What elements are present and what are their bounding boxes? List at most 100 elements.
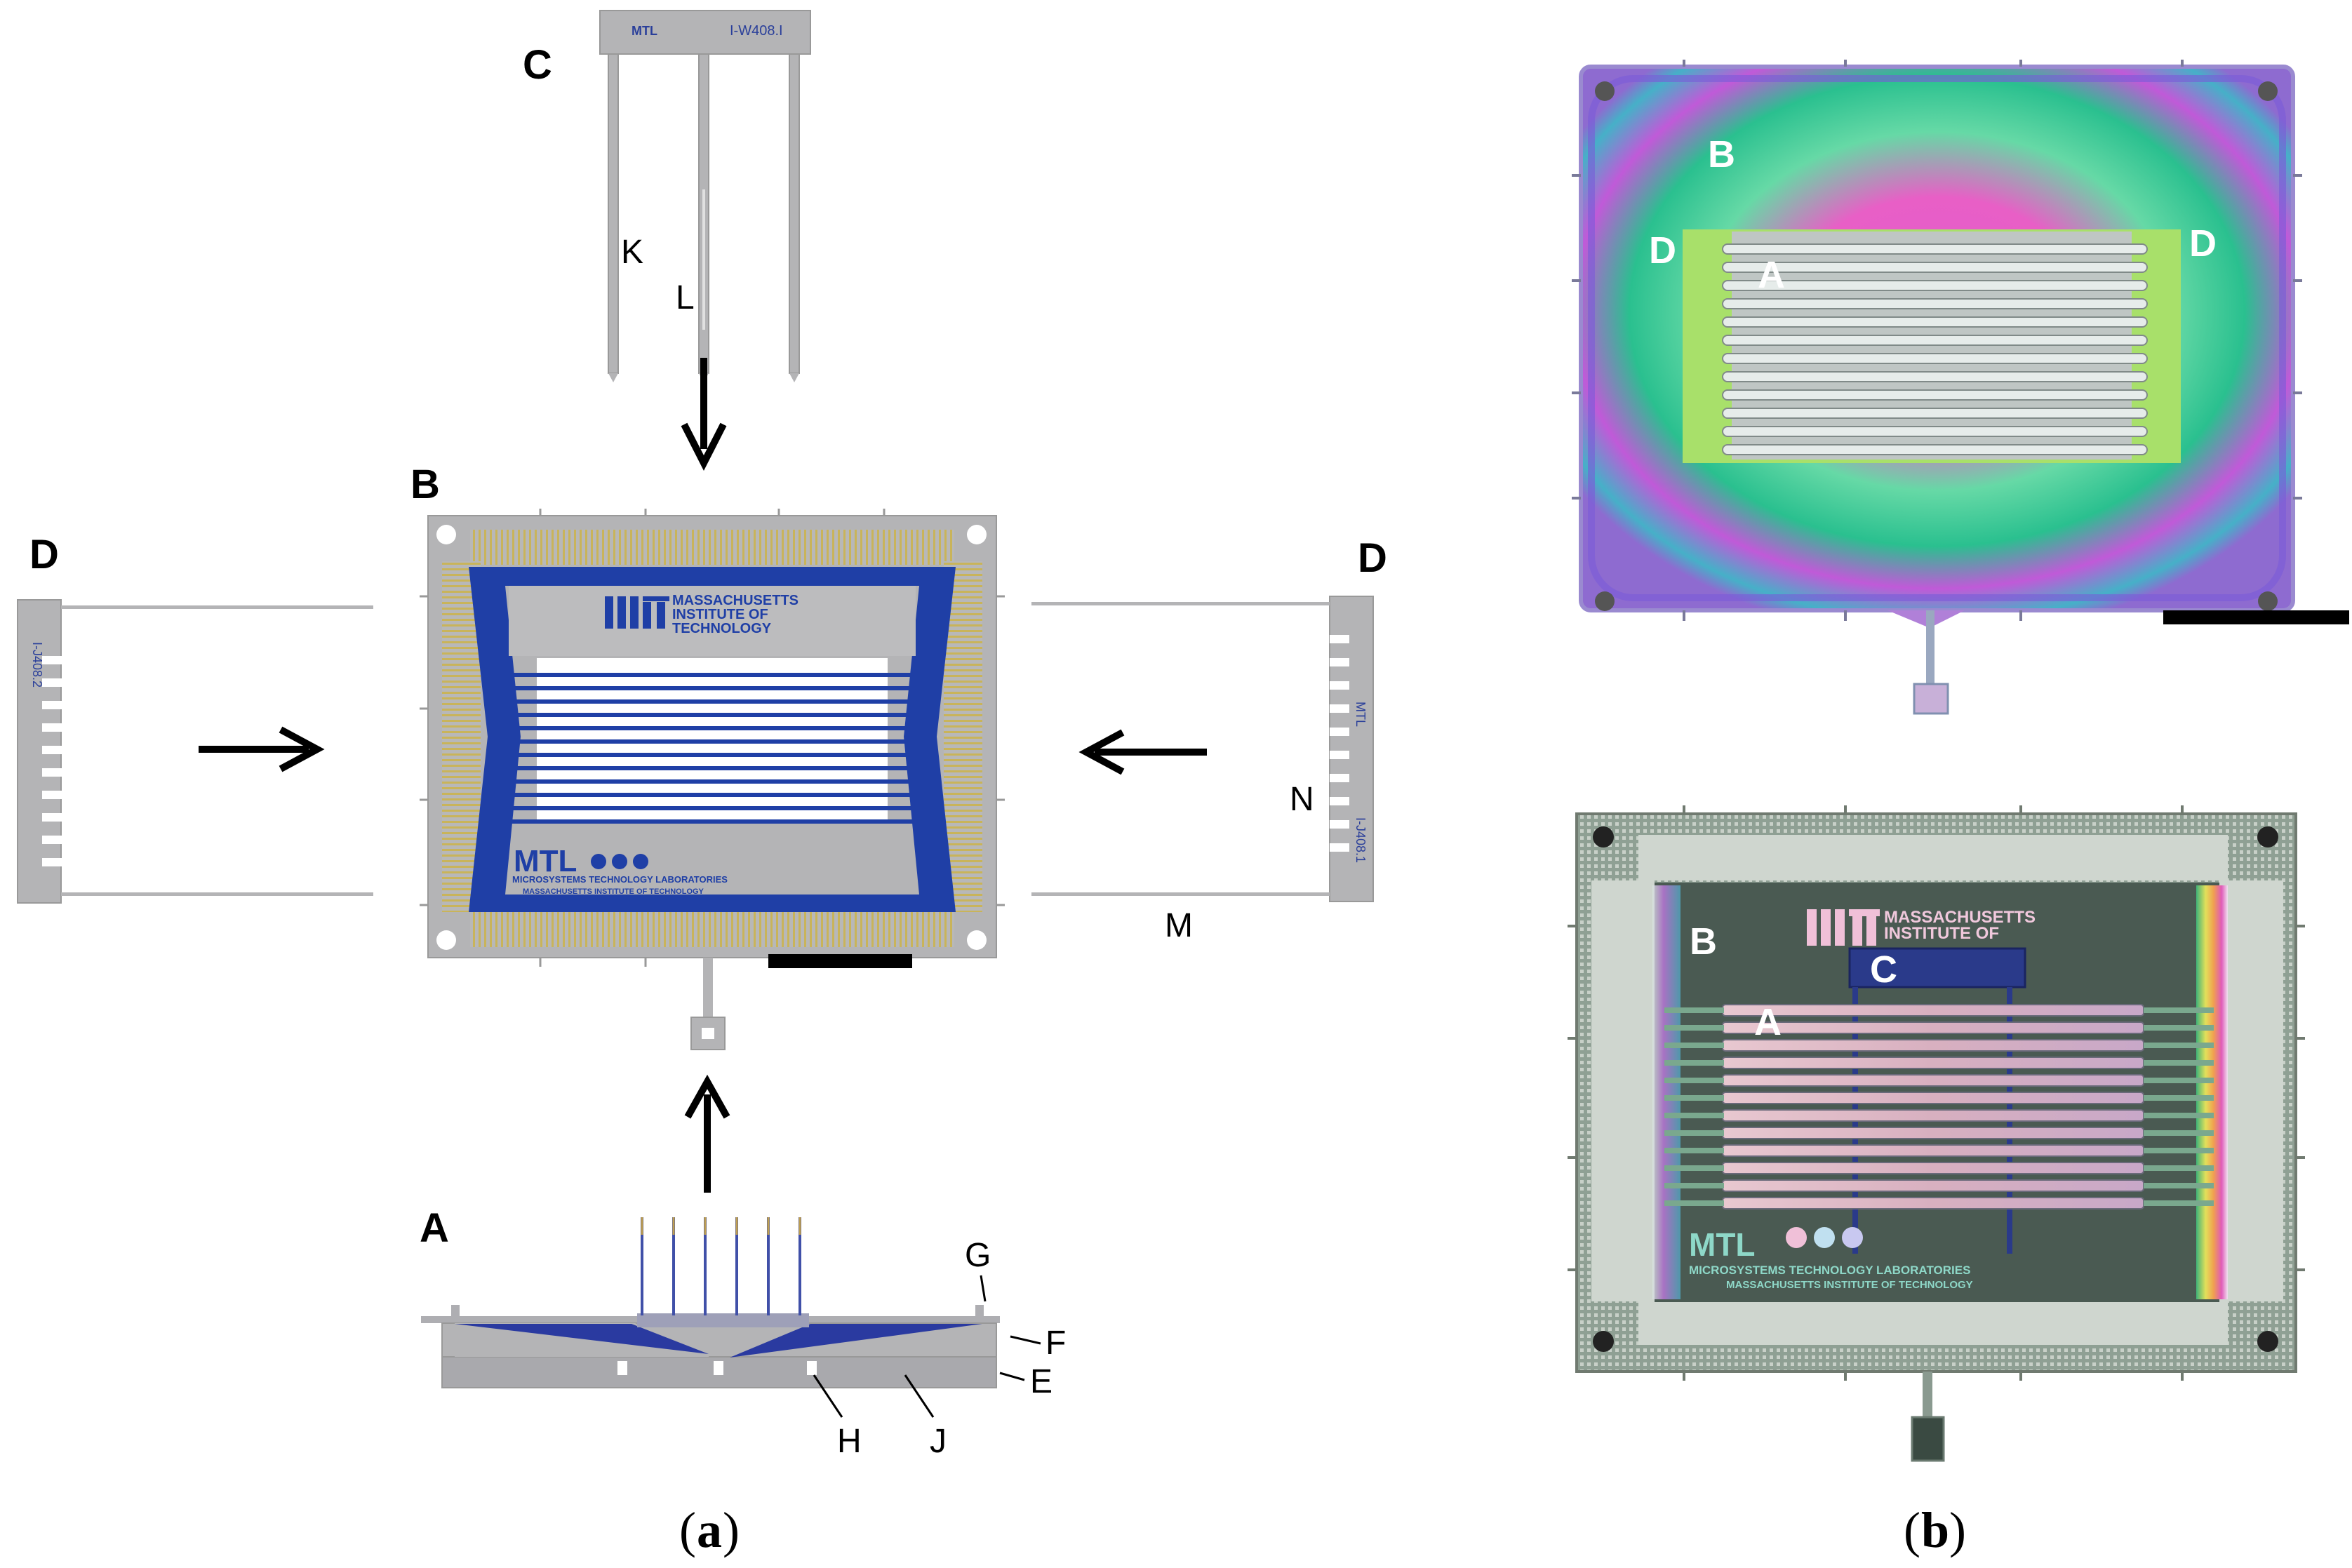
photo-bottom-lab-line2: MASSACHUSETTS INSTITUTE OF TECHNOLOGY: [1726, 1279, 1973, 1291]
scale-bar-b: [2163, 610, 2349, 624]
photo-top-label-b: B: [1708, 133, 1735, 175]
photo-bottom-lab-line1: MICROSYSTEMS TECHNOLOGY LABORATORIES: [1689, 1264, 1970, 1277]
photo-top-channel: [1722, 444, 2148, 455]
photo-bottom-channel-left-lead: [1664, 1060, 1724, 1066]
d-left-tooth-gap: [42, 791, 62, 799]
d-left-tooth-gap: [42, 858, 62, 866]
component-d-left-comb: [17, 599, 373, 904]
photo-bottom-channel: [1722, 1004, 2144, 1017]
photo-top-channel: [1722, 353, 2148, 364]
d-right-tooth-gap: [1330, 728, 1349, 736]
label-e: E: [1030, 1363, 1053, 1400]
chip-b-mtl-block: MTL MICROSYSTEMS TECHNOLOGY LABORATORIES…: [512, 844, 728, 896]
caption-b-open: (: [1904, 1502, 1920, 1558]
label-m: M: [1165, 907, 1193, 944]
photo-bottom-channel: [1722, 1179, 2144, 1192]
photo-bottom-institute-line2: INSTITUTE OF: [1884, 924, 1999, 943]
photo-bottom-institute-line1: MASSACHUSETTS: [1884, 908, 2036, 927]
label-d-left: D: [29, 532, 59, 577]
label-k: K: [621, 234, 643, 271]
d-right-tooth-gap: [1330, 774, 1349, 782]
d-right-tooth-gap: [1330, 797, 1349, 805]
d-right-tooth-gap: [1330, 635, 1349, 643]
chip-b-lab-line1: MICROSYSTEMS TECHNOLOGY LABORATORIES: [512, 874, 728, 885]
caption-b-close: ): [1949, 1502, 1966, 1558]
photo-bottom-channel-left-lead: [1664, 1113, 1724, 1118]
component-c-comb: MTL I-W408.I: [599, 10, 811, 382]
d-right-tooth-gap: [1330, 704, 1349, 713]
d-right-teeth: [1330, 635, 1349, 852]
arrow-a-to-b: [684, 1074, 730, 1193]
photo-bottom-channel-left-lead: [1664, 1095, 1724, 1101]
label-n: N: [1290, 781, 1314, 818]
component-b-chip: MASSACHUSETTS INSTITUTE OF TECHNOLOGY: [427, 515, 997, 958]
panel-b: B D D A MASSACHUSETTS: [1568, 60, 2349, 1558]
arrow-d-left-to-b: [199, 726, 325, 772]
photo-top-channel: [1722, 280, 2148, 291]
arrow-d-right-to-b: [1078, 729, 1207, 775]
chip-b-dot-2: [612, 854, 627, 869]
d-right-tooth-gap: [1330, 820, 1349, 829]
d-left-tooth-gap: [42, 768, 62, 777]
c-logo-text: MTL: [632, 24, 657, 38]
chip-b-institute-line1: MASSACHUSETTS: [672, 593, 799, 608]
photo-bottom-channel-left-lead: [1664, 1078, 1724, 1083]
photo-bottom-channel-left-lead: [1664, 1007, 1724, 1013]
photo-bottom-channel-left-lead: [1664, 1165, 1724, 1171]
d-left-tooth-gap: [42, 678, 62, 687]
photo-bottom-channel-right-lead: [2144, 1078, 2214, 1083]
photo-bottom-channel-left-lead: [1664, 1148, 1724, 1153]
photo-top-channel: [1722, 243, 2148, 255]
label-c: C: [523, 42, 552, 88]
chip-b-institute-line3: TECHNOLOGY: [672, 621, 772, 636]
component-a-cross-section: [421, 1305, 1000, 1388]
caption-b-letter: b: [1921, 1502, 1949, 1558]
caption-a-close: ): [723, 1502, 740, 1558]
label-a: A: [420, 1205, 449, 1251]
photo-bottom-channel: [1722, 1162, 2144, 1174]
scale-bar-a: [768, 954, 912, 968]
d-right-lab: MTL: [1354, 702, 1368, 727]
photo-bottom-channel-right-lead: [2144, 1183, 2214, 1188]
photo-bottom-channel-right-lead: [2144, 1025, 2214, 1031]
photo-bottom-channel-right-lead: [2144, 1148, 2214, 1153]
a-needles: [641, 1217, 801, 1315]
caption-a-open: (: [679, 1502, 696, 1558]
label-h: H: [837, 1423, 862, 1460]
chip-b-mtl-text: MTL: [514, 844, 577, 878]
photo-bottom-channel-right-lead: [2144, 1113, 2214, 1118]
photo-bottom-channel-left-lead: [1664, 1130, 1724, 1136]
photo-bottom-channel: [1722, 1109, 2144, 1122]
label-g: G: [965, 1237, 991, 1274]
photo-bottom-channel-right-lead: [2144, 1060, 2214, 1066]
photo-bottom-dot-1: [1786, 1227, 1807, 1248]
d-left-tooth-gap: [42, 723, 62, 732]
leader-lines: [813, 1275, 1041, 1418]
photo-bottom-channel: [1722, 1144, 2144, 1157]
chip-b-lab-line2: MASSACHUSETTS INSTITUTE OF TECHNOLOGY: [523, 887, 704, 896]
photo-bottom-label-c: C: [1870, 949, 1897, 991]
photo-bottom-channel-right-lead: [2144, 1007, 2214, 1013]
photo-bottom-mtl-text: MTL: [1689, 1226, 1756, 1263]
d-left-tooth-gap: [42, 656, 62, 664]
label-b: B: [410, 462, 440, 507]
label-d-right: D: [1358, 535, 1387, 581]
photo-bottom-channel: [1722, 1127, 2144, 1139]
photo-bottom-channel-left-lead: [1664, 1183, 1724, 1188]
photo-bottom-channel-right-lead: [2144, 1095, 2214, 1101]
photo-bottom-channel: [1722, 1021, 2144, 1034]
photo-bottom-channel-left-lead: [1664, 1200, 1724, 1206]
caption-a-letter: a: [697, 1502, 722, 1558]
photo-bottom-channel-right-lead: [2144, 1165, 2214, 1171]
chip-b-stem: [703, 958, 713, 1021]
photo-top-channel: [1722, 298, 2148, 309]
photo-bottom-dot-2: [1814, 1227, 1835, 1248]
chip-b-channels: [491, 673, 933, 824]
photo-top-channel: [1722, 371, 2148, 382]
d-right-tooth-gap: [1330, 658, 1349, 666]
photo-bottom-channel-left-lead: [1664, 1043, 1724, 1048]
d-left-teeth: [42, 656, 62, 866]
photo-top-label-a: A: [1758, 254, 1785, 296]
chip-b-institute-line2: INSTITUTE OF: [672, 607, 768, 622]
